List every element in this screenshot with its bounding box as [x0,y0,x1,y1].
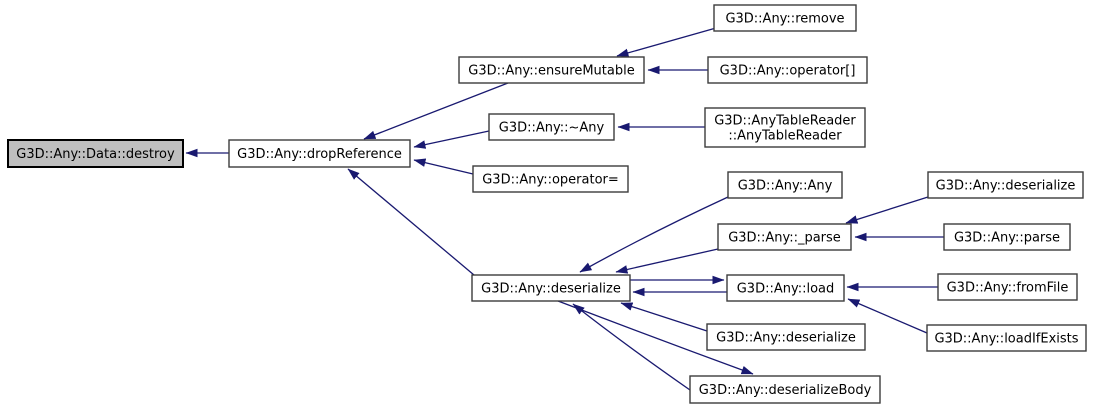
node-label-line: G3D::Any::Any [738,179,833,194]
node-label-load: G3D::Any::load [737,282,835,297]
node-label-drop-reference: G3D::Any::dropReference [237,147,402,162]
node-label-parse-internal: G3D::Any::_parse [728,231,841,246]
edge-deserialize-2-to-parse-internal [845,196,929,224]
node-label-line: G3D::Any::dropReference [237,147,402,162]
node-label-load-if-exists: G3D::Any::loadIfExists [934,332,1078,347]
node-label-line: ::AnyTableReader [728,129,842,144]
node-label-parse: G3D::Any::parse [954,231,1060,246]
node-label-deserialize-2: G3D::Any::deserialize [936,179,1076,194]
node-label-remove: G3D::Any::remove [725,12,844,27]
node-box-remove[interactable] [713,4,857,32]
node-label-line: G3D::Any::operator= [482,173,619,188]
node-box-load-if-exists[interactable] [926,324,1087,352]
node-any-table-reader[interactable]: G3D::AnyTableReader::AnyTableReader [704,107,866,148]
node-box-deserialize-2[interactable] [927,171,1084,199]
edge-operator-assign-to-drop-reference [413,158,474,175]
node-label-line: G3D::Any::fromFile [947,281,1069,296]
node-label-line: G3D::Any::deserialize [936,179,1076,194]
nodes-layer: G3D::Any::Data::destroy G3D::Any::dropRef… [7,4,1087,404]
edge-load-if-exists-to-load [847,298,928,334]
node-label-line: G3D::Any::ensureMutable [468,64,634,79]
node-ensure-mutable[interactable]: G3D::Any::ensureMutable [458,56,645,84]
node-label-line: G3D::Any::~Any [499,121,605,136]
node-label-line: G3D::Any::loadIfExists [934,332,1078,347]
node-box-operator-assign[interactable] [472,165,629,193]
node-box-parse[interactable] [943,223,1071,251]
node-load-if-exists[interactable]: G3D::Any::loadIfExists [926,324,1087,352]
edge-any-destructor-to-drop-reference [413,130,490,149]
edge-parse-internal-to-deserialize-main [615,248,719,274]
node-drop-reference[interactable]: G3D::Any::dropReference [228,139,411,168]
node-label-line: G3D::AnyTableReader [714,114,856,129]
node-box-deserialize-body[interactable] [689,375,881,404]
node-label-line: G3D::Any::parse [954,231,1060,246]
node-operator-brackets[interactable]: G3D::Any::operator[] [707,56,868,84]
node-label-line: G3D::Any::deserialize [716,331,856,346]
node-box-any-constructor[interactable] [727,171,843,199]
node-any-destructor[interactable]: G3D::Any::~Any [488,113,615,141]
node-label-line: G3D::Any::load [737,282,835,297]
node-deserialize-2[interactable]: G3D::Any::deserialize [927,171,1084,199]
node-label-operator-brackets: G3D::Any::operator[] [720,64,856,79]
node-label-any-table-reader: G3D::AnyTableReader::AnyTableReader [714,114,856,144]
node-box-destroy [7,139,184,168]
edge-deserialize-3-to-deserialize-main [620,302,708,332]
node-label-line: G3D::Any::Data::destroy [16,147,175,162]
node-deserialize-main[interactable]: G3D::Any::deserialize [471,274,631,302]
node-box-load[interactable] [726,274,845,302]
node-label-deserialize-main: G3D::Any::deserialize [481,282,621,297]
node-box-deserialize-3[interactable] [706,323,866,351]
node-from-file[interactable]: G3D::Any::fromFile [937,273,1078,301]
node-label-from-file: G3D::Any::fromFile [947,281,1069,296]
node-label-line: G3D::Any::deserialize [481,282,621,297]
node-parse-internal[interactable]: G3D::Any::_parse [717,223,852,251]
node-label-any-constructor: G3D::Any::Any [738,179,833,194]
node-operator-assign[interactable]: G3D::Any::operator= [472,165,629,193]
node-label-destroy: G3D::Any::Data::destroy [16,147,175,162]
node-box-from-file[interactable] [937,273,1078,301]
node-box-any-table-reader[interactable] [704,107,866,148]
node-remove[interactable]: G3D::Any::remove [713,4,857,32]
edge-any-constructor-to-deserialize-main [579,196,729,273]
node-parse[interactable]: G3D::Any::parse [943,223,1071,251]
node-deserialize-3[interactable]: G3D::Any::deserialize [706,323,866,351]
node-box-operator-brackets[interactable] [707,56,868,84]
node-box-ensure-mutable[interactable] [458,56,645,84]
node-box-drop-reference[interactable] [228,139,411,168]
node-label-line: G3D::Any::remove [725,12,844,27]
node-label-operator-assign: G3D::Any::operator= [482,173,619,188]
node-label-ensure-mutable: G3D::Any::ensureMutable [468,64,634,79]
node-label-line: G3D::Any::_parse [728,231,841,246]
node-label-deserialize-3: G3D::Any::deserialize [716,331,856,346]
node-box-any-destructor[interactable] [488,113,615,141]
node-label-line: G3D::Any::deserializeBody [699,383,872,398]
node-deserialize-body[interactable]: G3D::Any::deserializeBody [689,375,881,404]
edge-deserialize-body-to-deserialize-main [572,303,691,391]
edges-layer [185,27,944,391]
node-label-line: G3D::Any::operator[] [720,64,856,79]
edge-ensure-mutable-to-drop-reference [363,82,509,140]
node-load[interactable]: G3D::Any::load [726,274,845,302]
node-box-parse-internal[interactable] [717,223,852,251]
node-any-constructor[interactable]: G3D::Any::Any [727,171,843,199]
edge-remove-to-ensure-mutable [616,27,717,58]
edge-deserialize-main-to-drop-reference [347,168,475,276]
node-destroy: G3D::Any::Data::destroy [7,139,184,168]
node-label-deserialize-body: G3D::Any::deserializeBody [699,383,872,398]
node-label-any-destructor: G3D::Any::~Any [499,121,605,136]
node-box-deserialize-main[interactable] [471,274,631,302]
